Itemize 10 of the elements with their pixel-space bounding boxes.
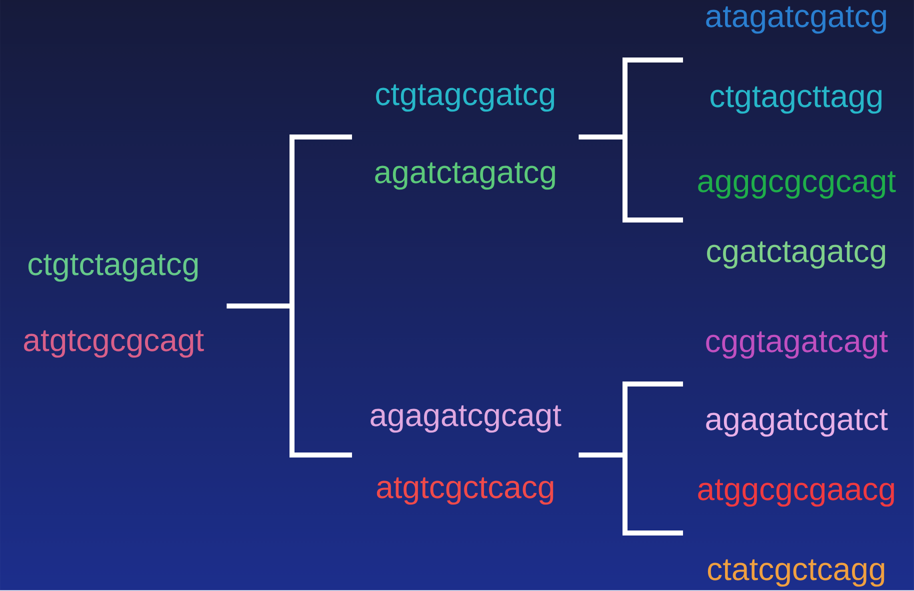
tree-branch (578, 134, 683, 222)
sequence-pair: atggcgcgaacg ctatcgctcagg (698, 479, 894, 587)
sequence-pair: ctgtagcgatcg agatctagatcg (375, 84, 555, 190)
sequence-pair: ctgtctagatcg atgtcgcgcagt (24, 254, 204, 358)
sequence-pair: cggtagatcagt agagatcgatct (706, 331, 888, 437)
sequence-pair: atagatcgatcg ctgtagcttagg (706, 6, 886, 114)
sequence-pair: agggcgcgcagt cgatctagatcg (698, 171, 896, 269)
tree-branch (578, 452, 683, 536)
sequence-pair: agagatcgcagt atgtcgctcacg (370, 405, 562, 505)
tree-branch (226, 304, 352, 458)
